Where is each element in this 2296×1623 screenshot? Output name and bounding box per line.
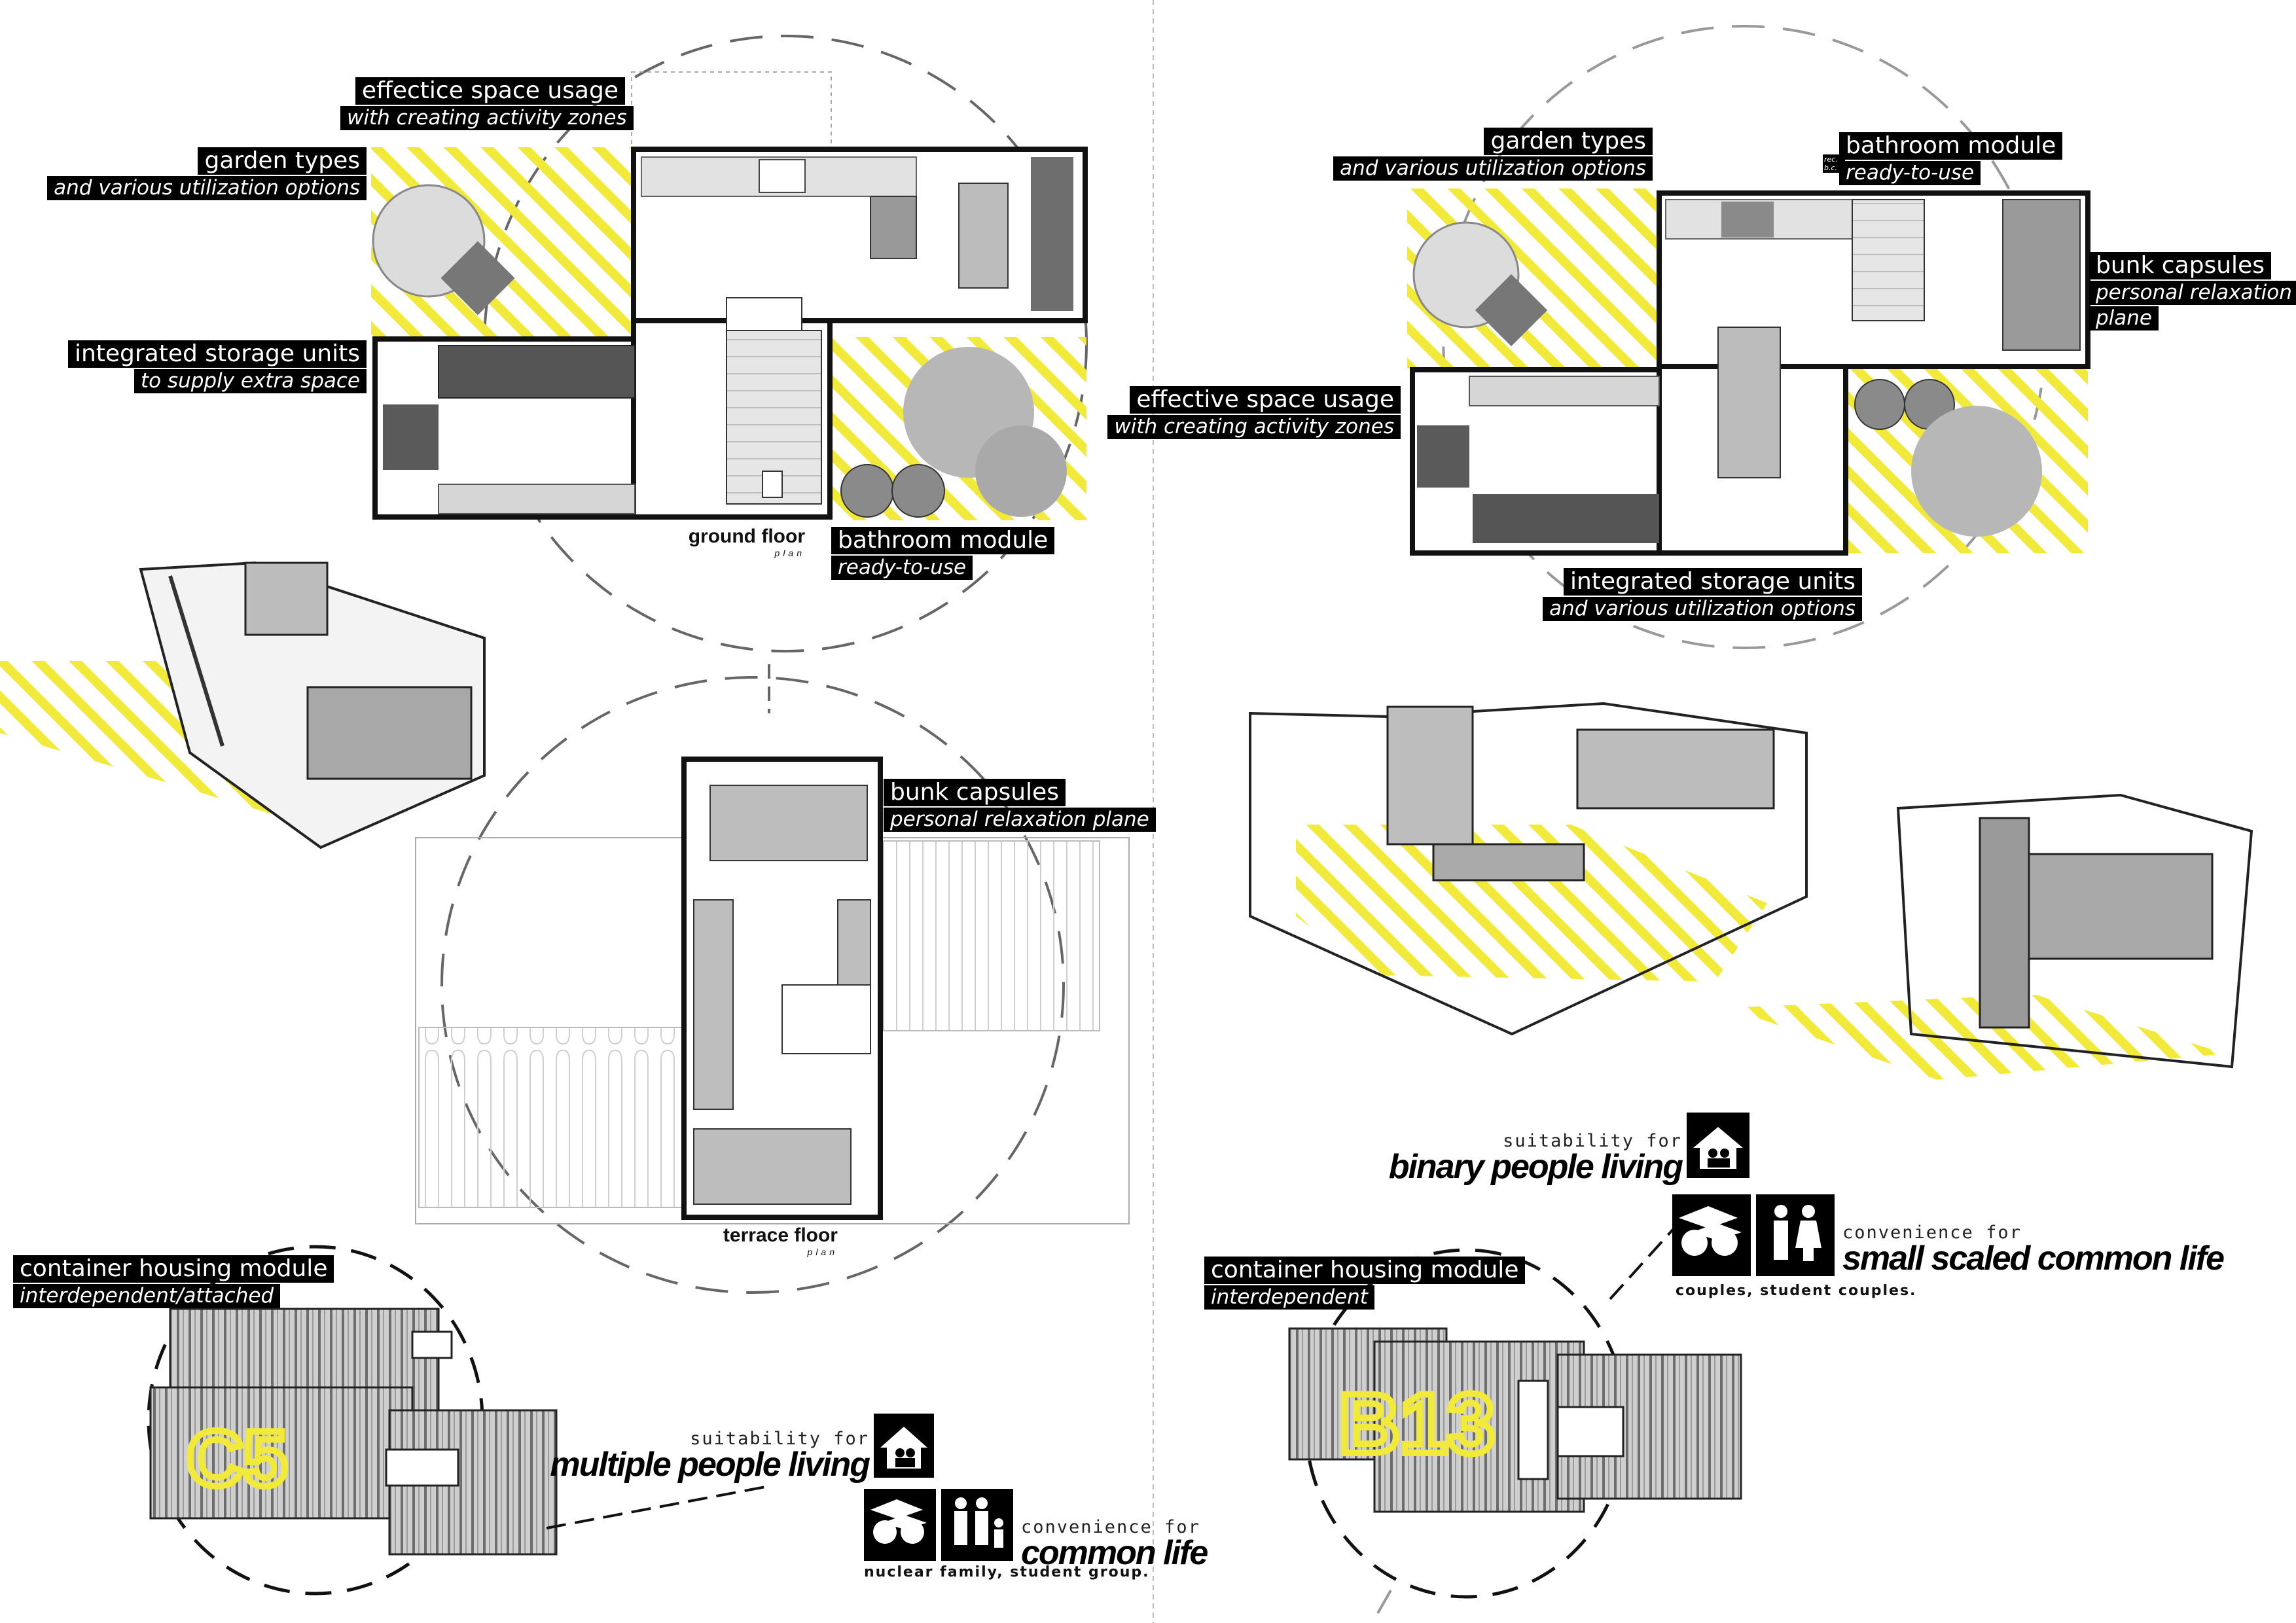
graduates-icon [1672,1194,1751,1276]
stove [870,196,917,259]
window-left-2 [385,1448,459,1487]
sink [759,159,806,193]
suitability-left: suitability for multiple people living [550,1429,870,1484]
bunk-block-rr [2015,853,2214,960]
suitability-right: suitability for binary people living [1388,1131,1683,1186]
terrace-deck-left [418,1027,685,1208]
label-storage-tr: integrated storage units and various uti… [1505,568,1862,621]
toilet [762,471,783,498]
cabinet-rm [1576,728,1775,810]
staircase [726,297,802,331]
partition-rr [1979,817,2030,1029]
storage-shelf-r [1469,376,1660,406]
stair-terrace [781,984,871,1054]
label-bunk-tr: bunk capsules personal relaxation plane [2089,252,2296,330]
table-rm [1432,843,1585,882]
ground-floor-caption: ground floor plan [688,526,805,558]
bunk-capsule-top [709,785,868,861]
counter-block [306,686,473,780]
label-space-usage-tr: effective space usage with creating acti… [1086,386,1401,439]
terrace-deck-right [883,840,1100,1031]
container-module-left [147,1245,773,1596]
hatch-floor-rr [1728,995,2225,1080]
room-box-rr [1896,793,2253,1069]
bunk-bed-r [2002,199,2081,351]
family-icon [941,1489,1013,1561]
stove-r [1721,202,1774,238]
dining-table-r [1717,327,1781,478]
module-code-left: C5 [187,1415,287,1503]
right-floor-plan [1407,25,2090,649]
window-left-1 [411,1330,453,1359]
stair-rail [168,575,224,747]
right-perspectives [1249,702,2253,1080]
terrace-floor-plan [415,676,1130,1294]
sofa [438,345,636,399]
label-bunk-left: bunk capsules personal relaxation plane [884,779,1156,832]
planter-r1 [1854,379,1905,430]
note-left: nuclear family, student group. [864,1564,1150,1580]
planter-1 [840,464,894,518]
connector-right [1609,1196,1703,1300]
storage-shelf [438,484,636,514]
desk-left [693,899,734,1110]
bath-r [1852,199,1925,321]
label-garden-tr: garden types and various utilization opt… [1302,128,1653,181]
bunk-capsule-bottom [693,1128,852,1205]
dining-table [958,183,1009,289]
ground-floor-plan [371,35,1088,652]
label-garden-tl: garden types and various utilization opt… [39,147,367,200]
connector-left [546,1484,773,1529]
container-module-right [1288,1196,1742,1614]
label-storage-tl: integrated storage units to supply extra… [39,340,367,393]
house-people-icon [1687,1113,1749,1178]
label-space-usage-tl: effectice space usage with creating acti… [340,77,634,130]
left-perspective [0,561,486,849]
shrub-r [1911,406,2042,537]
planter-2 [891,464,945,518]
label-module-left: container housing module interdependent/… [13,1255,334,1308]
box-right-2 [1373,1340,1585,1513]
sofa-r [1473,494,1659,543]
label-bathroom-tr: bathroom module ready-to-use [1839,132,2063,185]
box-lower-left [149,1386,414,1520]
bench [1031,157,1073,311]
wall-block-rm [1386,705,1474,846]
armchair-r [1417,425,1469,488]
terrace-floor-caption: terrace floor plan [723,1224,838,1257]
garden-table-r [1475,274,1548,347]
connector-right-tail [1376,1590,1392,1614]
loft-block [244,562,329,636]
bathroom-tiny-note: rec. b.c. [1823,154,1845,173]
label-module-right: container housing module interdependent [1204,1257,1526,1310]
graduates-icon [864,1489,936,1561]
house-people-icon [874,1414,934,1478]
note-right: couples, student couples. [1676,1283,1917,1299]
door-right [1517,1380,1549,1480]
couple-icon [1756,1194,1835,1276]
convenience-right: convenience for small scaled common life [1842,1222,2225,1277]
armchair [383,404,439,470]
shrub-cluster-2 [975,425,1067,517]
module-code-right: B13 [1338,1376,1494,1471]
convenience-left: convenience for common life [1021,1517,1208,1572]
hatch-floor-rm [1296,825,1767,982]
window-right [1556,1406,1624,1457]
label-bathroom-tl: bathroom module ready-to-use [831,527,1055,580]
